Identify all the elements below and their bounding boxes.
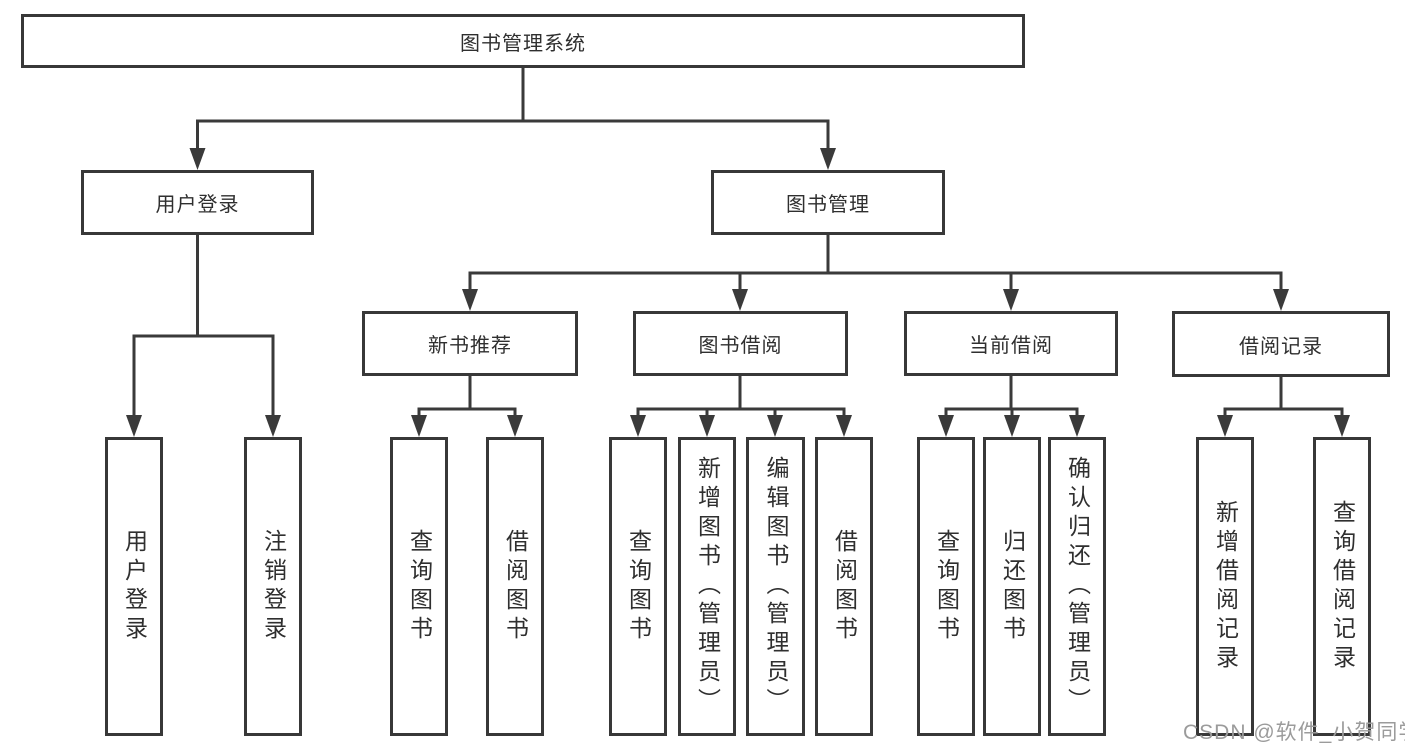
arrowhead: [630, 415, 646, 437]
leaf-query-books-borrow: 查询图书: [609, 437, 667, 736]
arrowhead: [820, 148, 836, 170]
arrowhead: [1069, 415, 1085, 437]
leaf-query-borrow-record: 查询借阅记录: [1313, 437, 1371, 736]
leaf-label: 查询图书: [625, 528, 652, 645]
leaf-label: 查询图书: [406, 528, 433, 645]
arrowhead: [1334, 415, 1350, 437]
node-label: 图书管理系统: [460, 32, 586, 55]
leaf-logout: 注销登录: [244, 437, 302, 736]
arrowhead: [507, 415, 523, 437]
leaf-label: 新增借阅记录: [1212, 499, 1239, 674]
leaf-label: 归还图书: [999, 528, 1026, 645]
node-borrowing-records: 借阅记录: [1172, 311, 1390, 377]
leaf-query-books-recommend: 查询图书: [390, 437, 448, 736]
arrowhead: [1004, 415, 1020, 437]
leaf-edit-books-admin: 编辑图书（管理员）: [746, 437, 805, 736]
arrowhead: [938, 415, 954, 437]
leaf-label: 查询图书: [933, 528, 960, 645]
arrowhead: [836, 415, 852, 437]
leaf-return-books: 归还图书: [983, 437, 1041, 736]
node-book-borrowing: 图书借阅: [633, 311, 848, 376]
leaf-borrow-books-recommend: 借阅图书: [486, 437, 544, 736]
leaf-query-books-current: 查询图书: [917, 437, 975, 736]
node-label: 图书管理: [786, 194, 870, 216]
watermark: CSDN @软件_小贺同学: [1183, 721, 1405, 744]
node-user-login: 用户登录: [81, 170, 314, 235]
node-label: 当前借阅: [969, 335, 1053, 357]
arrowhead: [265, 415, 281, 437]
arrowhead: [1273, 289, 1289, 311]
node-label: 借阅记录: [1239, 335, 1323, 358]
node-book-management: 图书管理: [711, 170, 945, 235]
leaf-label: 新增图书（管理员）: [694, 456, 721, 717]
node-label: 新书推荐: [428, 335, 512, 357]
arrowhead: [732, 289, 748, 311]
leaf-label: 用户登录: [121, 528, 148, 645]
connector-lines: [132, 68, 1344, 419]
arrowhead: [767, 415, 783, 437]
arrowhead: [189, 148, 206, 170]
node-label: 图书借阅: [698, 335, 783, 357]
arrowhead: [126, 415, 142, 437]
arrowhead: [699, 415, 715, 437]
arrowhead: [1003, 289, 1019, 311]
node-library-management-system: 图书管理系统: [21, 14, 1025, 68]
arrowhead: [411, 415, 427, 437]
node-label: 用户登录: [155, 194, 240, 216]
leaf-borrow-books-borrow: 借阅图书: [815, 437, 873, 736]
leaf-label: 借阅图书: [831, 528, 858, 645]
arrowhead: [462, 289, 478, 311]
leaf-confirm-return-admin: 确认归还（管理员）: [1048, 437, 1106, 736]
leaf-label: 确认归还（管理员）: [1064, 456, 1091, 717]
leaf-label: 查询借阅记录: [1329, 499, 1356, 674]
node-current-borrowing: 当前借阅: [904, 311, 1118, 376]
leaf-label: 编辑图书（管理员）: [763, 456, 789, 717]
leaf-label: 借阅图书: [502, 528, 529, 645]
leaf-add-books-admin: 新增图书（管理员）: [678, 437, 736, 736]
node-new-book-recommendation: 新书推荐: [362, 311, 578, 376]
leaf-user-login: 用户登录: [105, 437, 163, 736]
arrowheads: [126, 148, 1350, 437]
leaf-label: 注销登录: [260, 528, 287, 645]
leaf-add-borrow-record: 新增借阅记录: [1196, 437, 1254, 736]
arrowhead: [1217, 415, 1233, 437]
